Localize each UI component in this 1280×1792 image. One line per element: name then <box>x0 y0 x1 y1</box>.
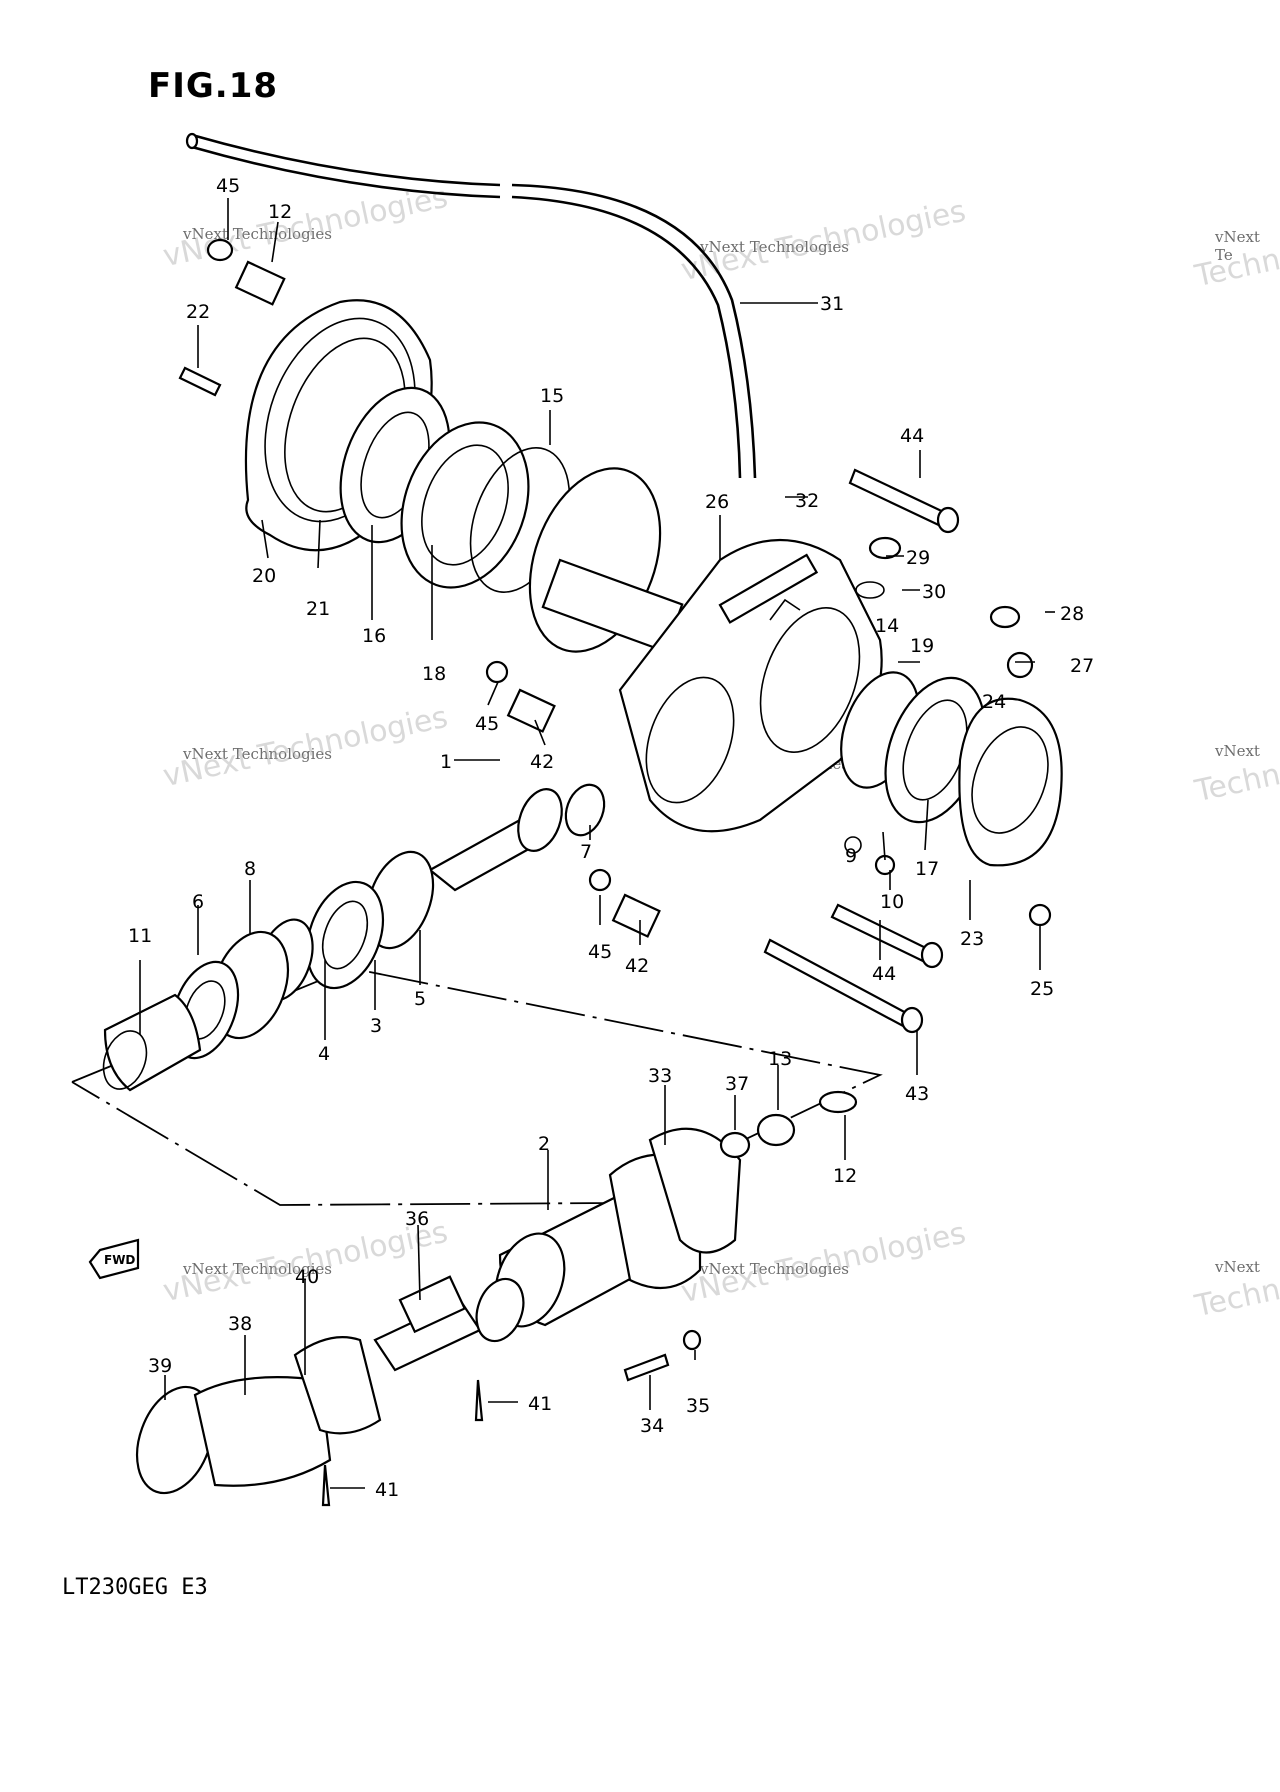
part-label: 44 <box>900 425 924 447</box>
part-label: 41 <box>528 1393 552 1415</box>
part-label: 36 <box>405 1208 429 1230</box>
part-label: 44 <box>872 963 896 985</box>
rubber-boot <box>136 1336 382 1495</box>
part-label: 22 <box>186 301 210 323</box>
part-label: 20 <box>252 565 276 587</box>
part-label: 42 <box>625 955 649 977</box>
part-label: 10 <box>880 891 904 913</box>
part-label: 26 <box>705 491 729 513</box>
part-label: 12 <box>833 1165 857 1187</box>
part-label: 11 <box>128 925 152 947</box>
part-label: 30 <box>922 581 946 603</box>
bearing-set-lower <box>102 850 435 1092</box>
fwd-arrow-icon: FWD <box>88 1238 140 1280</box>
part-label: 32 <box>795 490 819 512</box>
part-label: 37 <box>725 1073 749 1095</box>
propeller-housing <box>494 1127 742 1328</box>
part-label: 40 <box>295 1266 319 1288</box>
part-label: 39 <box>148 1355 172 1377</box>
part-label: 35 <box>686 1395 710 1417</box>
part-label: 34 <box>640 1415 664 1437</box>
part-label: 27 <box>1070 655 1094 677</box>
part-label: 45 <box>216 175 240 197</box>
part-label: 28 <box>1060 603 1084 625</box>
part-label: 41 <box>375 1479 399 1501</box>
part-label: 23 <box>960 928 984 950</box>
bearing-set-upper <box>339 386 684 653</box>
part-label: 33 <box>648 1065 672 1087</box>
part-label: 43 <box>905 1083 929 1105</box>
part-label: 12 <box>268 201 292 223</box>
part-label: 19 <box>910 635 934 657</box>
breather-hose <box>185 132 757 479</box>
part-label: 31 <box>820 293 844 315</box>
part-label: 5 <box>414 988 426 1010</box>
part-label: 15 <box>540 385 564 407</box>
leader-lines <box>139 198 1055 1489</box>
part-label: 9 <box>845 845 857 867</box>
part-label: 29 <box>906 547 930 569</box>
part-label: 17 <box>915 858 939 880</box>
part-label: 45 <box>475 713 499 735</box>
part-label: 45 <box>588 941 612 963</box>
hardware <box>178 238 1052 1507</box>
part-label: 14 <box>875 615 899 637</box>
part-label: 42 <box>530 751 554 773</box>
part-label: 38 <box>228 1313 252 1335</box>
figure-title: FIG.18 <box>148 66 279 106</box>
part-label: 6 <box>192 891 204 913</box>
part-label: 18 <box>422 663 446 685</box>
universal-joint <box>373 1275 525 1372</box>
model-code: LT230GEG E3 <box>62 1575 208 1600</box>
part-label: 1 <box>440 751 452 773</box>
part-label: 8 <box>244 858 256 880</box>
pinion-shaft <box>428 783 606 892</box>
part-label: 16 <box>362 625 386 647</box>
part-label: 24 <box>982 691 1006 713</box>
gear-case <box>618 538 883 833</box>
part-label: 21 <box>306 598 330 620</box>
part-labels: 45 12 22 20 21 16 18 15 31 26 32 44 29 3… <box>128 175 1094 1501</box>
part-label: 2 <box>538 1133 550 1155</box>
part-label: 25 <box>1030 978 1054 1000</box>
part-label: 13 <box>768 1048 792 1070</box>
part-label: 4 <box>318 1043 330 1065</box>
part-label: 7 <box>580 841 592 863</box>
part-label: 3 <box>370 1015 382 1037</box>
fwd-label: FWD <box>104 1253 135 1267</box>
side-cover-right <box>840 671 1063 867</box>
